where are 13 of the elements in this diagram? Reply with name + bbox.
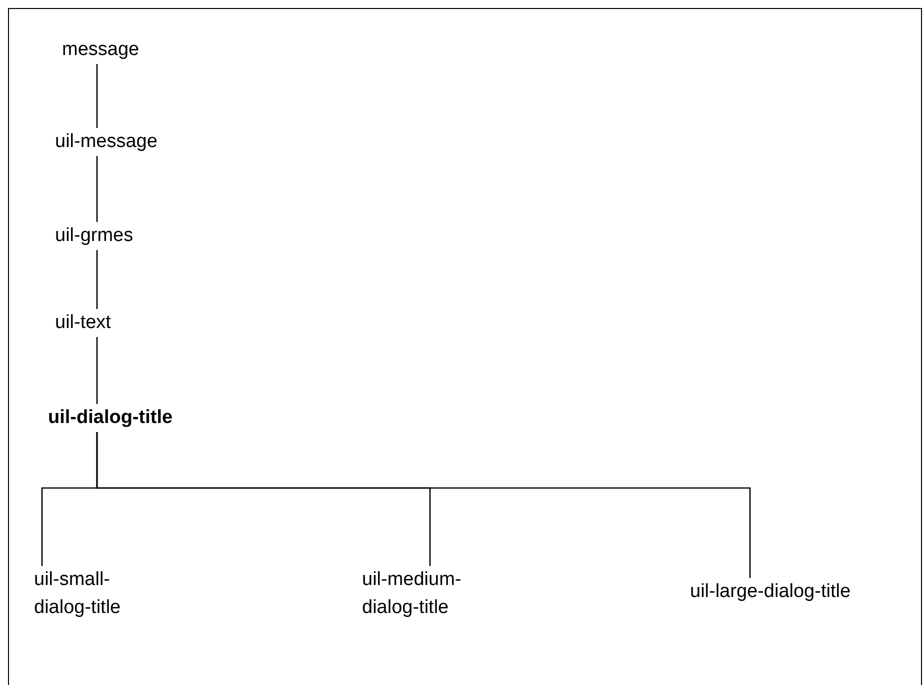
node-label: uil-small-dialog-title — [34, 568, 122, 620]
connector-line — [96, 64, 98, 128]
node-label: uil-large-dialog-title — [690, 580, 851, 604]
node-label: uil-grmes — [55, 224, 134, 248]
node-label: uil-text — [55, 311, 111, 335]
connector-line — [96, 156, 98, 222]
connector-line — [96, 432, 751, 578]
node-label: uil-dialog-title — [48, 406, 173, 430]
connector-line — [96, 337, 98, 404]
node-label: uil-message — [55, 130, 158, 154]
node-label: uil-medium-dialog-title — [362, 568, 462, 620]
connector-line — [96, 250, 98, 309]
node-label: message — [62, 38, 140, 62]
